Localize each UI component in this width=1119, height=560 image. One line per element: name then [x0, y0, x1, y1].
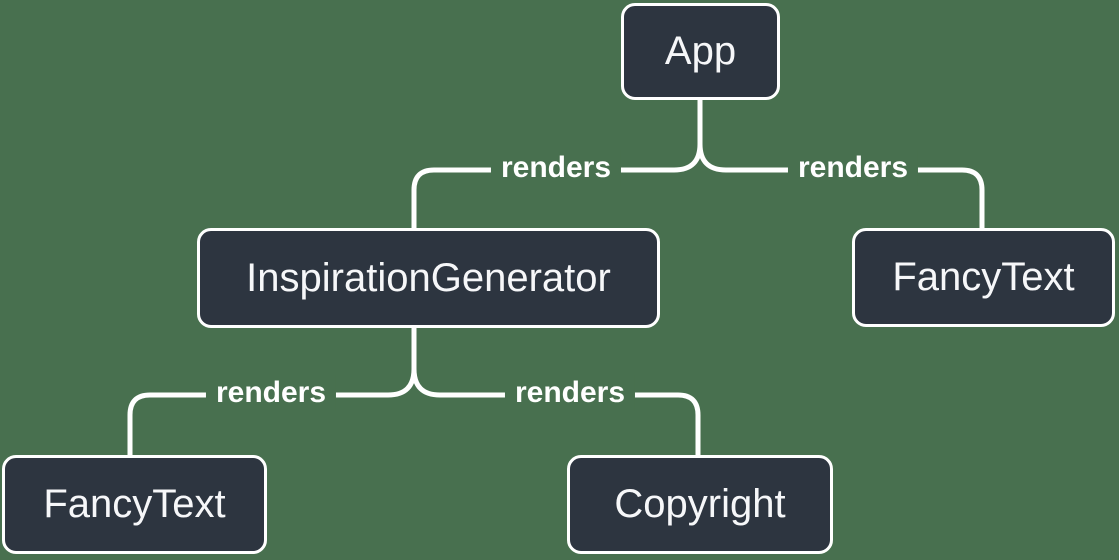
- edge-label-renders: renders: [504, 375, 636, 411]
- edge-label-renders: renders: [787, 150, 919, 186]
- node-fancy-text-top: FancyText: [852, 228, 1115, 327]
- node-copyright: Copyright: [567, 455, 833, 554]
- edge-label-renders: renders: [205, 375, 337, 411]
- node-app: App: [621, 3, 780, 100]
- node-fancy-text-bottom: FancyText: [2, 455, 267, 554]
- node-inspiration-generator: InspirationGenerator: [197, 228, 660, 328]
- edge-label-renders: renders: [490, 150, 622, 186]
